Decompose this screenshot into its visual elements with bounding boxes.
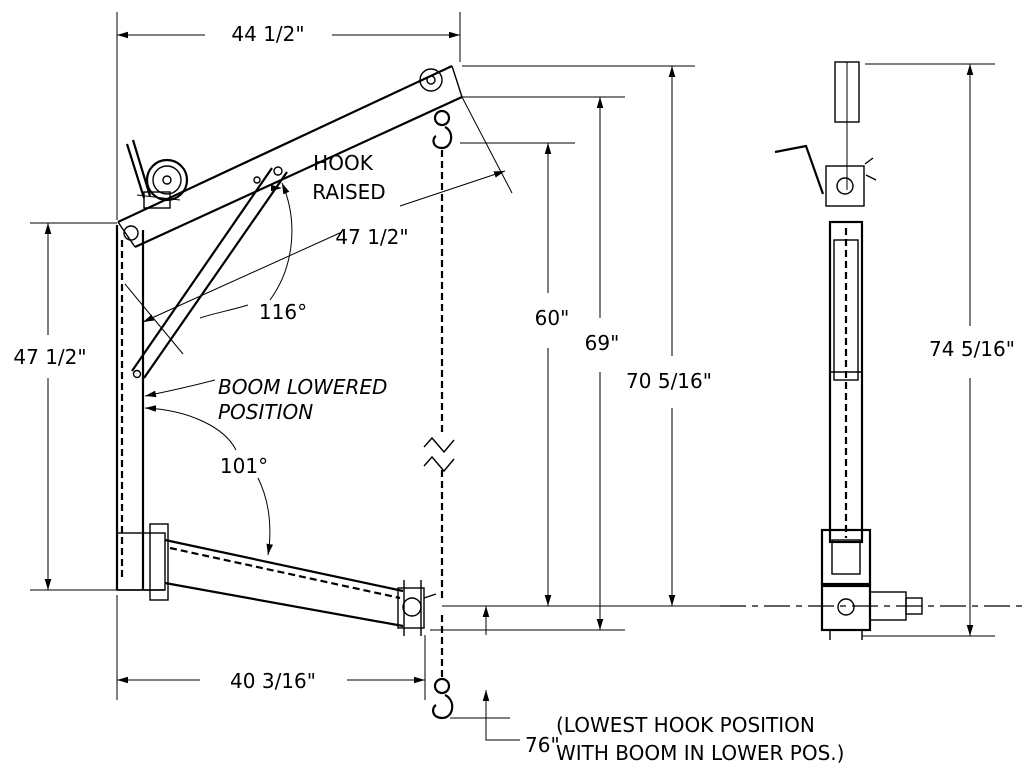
hook-cable [423, 150, 455, 680]
boom-lowered [164, 538, 437, 636]
height-70-label: 70 5/16" [626, 369, 712, 393]
boom-raised [117, 65, 463, 248]
top-width-label: 44 1/2" [231, 22, 304, 46]
hook-raised-label-1: HOOK [313, 151, 374, 175]
boom-length-label: 47 1/2" [335, 225, 408, 249]
hook-lowered-icon [431, 677, 454, 720]
front-view [115, 65, 463, 720]
hook-raised-icon [432, 109, 453, 150]
mast-height-label: 47 1/2" [13, 345, 86, 369]
winch [125, 139, 189, 209]
hook-raised-label-2: RAISED [312, 180, 385, 204]
side-view [774, 61, 923, 640]
boom-lowered-label-2: POSITION [218, 400, 313, 424]
bottom-width-label: 40 3/16" [230, 669, 316, 693]
height-69-label: 69" [585, 331, 620, 355]
lowest-hook-label: 76" [525, 733, 560, 757]
height-60-label: 60" [535, 306, 570, 330]
mast [115, 225, 169, 601]
boom-lowered-label-1: BOOM LOWERED [218, 375, 387, 399]
angle-annotations [144, 182, 293, 556]
lowest-note-1: (LOWEST HOOK POSITION [556, 713, 815, 737]
angle-101-label: 101° [220, 454, 268, 478]
angle-116-label: 116° [259, 300, 307, 324]
strut [124, 166, 288, 379]
side-height-label: 74 5/16" [929, 337, 1015, 361]
dimension-lines [30, 12, 995, 741]
lowest-note-2: WITH BOOM IN LOWER POS.) [556, 741, 844, 765]
